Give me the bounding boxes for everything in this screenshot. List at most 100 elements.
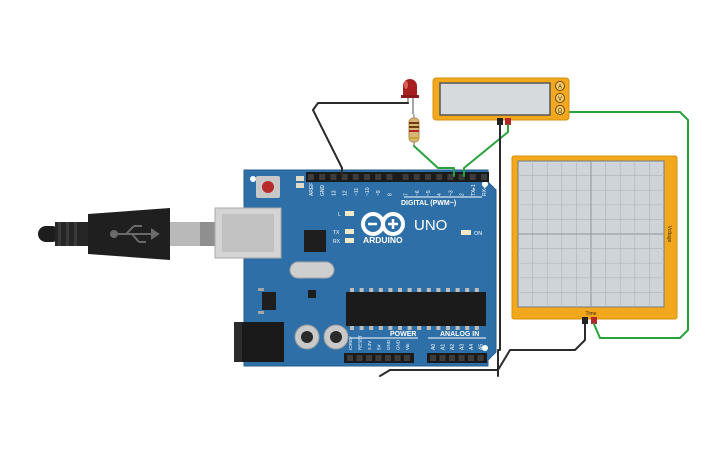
header-hole[interactable] — [436, 174, 443, 180]
smd-component — [296, 183, 304, 188]
header-hole[interactable] — [375, 355, 382, 361]
chip-pin — [350, 326, 354, 330]
analog-pin-label: A2 — [450, 344, 456, 350]
power-pin-label: Vin — [405, 343, 410, 350]
chip-pin — [359, 288, 364, 292]
led-on-label: ON — [474, 231, 482, 237]
digital-pin-label: 12 — [343, 190, 349, 196]
mode-ohm-button[interactable] — [555, 105, 565, 115]
header-hole[interactable] — [347, 355, 353, 361]
header-hole[interactable] — [385, 355, 391, 361]
digital-pin-label: ~3 — [448, 190, 454, 196]
header-hole[interactable] — [404, 355, 410, 361]
digital-header[interactable] — [306, 172, 489, 182]
multimeter-probe-com[interactable] — [497, 118, 503, 125]
chip-pin — [446, 326, 450, 330]
led-rim — [401, 95, 419, 98]
header-hole[interactable] — [481, 174, 487, 180]
digital-pin-label: ~5 — [426, 190, 432, 196]
digital-pin-label: GND — [320, 185, 326, 197]
oscilloscope[interactable]: Time Voltage — [511, 155, 678, 324]
digital-pin-label: ~10 — [365, 187, 371, 196]
analog-pin-label: A0 — [431, 344, 437, 350]
analog-pin-label: A4 — [469, 344, 475, 350]
header-hole[interactable] — [352, 174, 359, 180]
header-hole[interactable] — [477, 355, 484, 361]
chip-pin — [388, 288, 393, 292]
resistor-icon[interactable] — [408, 114, 420, 146]
chip-pin — [417, 288, 422, 292]
header-hole[interactable] — [394, 355, 401, 361]
analog-header[interactable] — [427, 353, 487, 363]
header-hole[interactable] — [330, 174, 337, 180]
digital-pin-label: 2 — [460, 193, 466, 196]
chip-pin — [369, 288, 374, 292]
header-hole[interactable] — [439, 355, 446, 361]
chip-pin — [426, 288, 431, 292]
led-rx-label: RX — [333, 239, 341, 245]
multimeter-display — [439, 82, 551, 116]
chip-pin — [426, 326, 431, 330]
header-hole[interactable] — [386, 174, 393, 180]
header-hole[interactable] — [449, 355, 455, 361]
header-hole[interactable] — [413, 174, 420, 180]
header-hole[interactable] — [468, 355, 474, 361]
chip-pin — [436, 288, 441, 292]
header-hole[interactable] — [356, 355, 363, 361]
oscilloscope-probe-pos[interactable] — [591, 317, 597, 324]
header-hole[interactable] — [366, 355, 372, 361]
chip-pin — [436, 326, 441, 330]
power-jack[interactable] — [234, 322, 284, 362]
usb-ridge — [58, 222, 61, 246]
capacitor-top — [330, 331, 342, 343]
wire-gnd-to-led[interactable] — [312, 102, 409, 177]
header-hole[interactable] — [308, 174, 314, 180]
multimeter[interactable]: A V Ω — [432, 77, 570, 125]
mode-a-button[interactable] — [555, 81, 565, 91]
header-hole[interactable] — [430, 355, 436, 361]
voltage-label: Voltage — [666, 226, 672, 243]
digital-pin-label: 8 — [387, 193, 393, 196]
mode-ohm-label: Ω — [558, 109, 563, 115]
usb-ridge — [66, 222, 69, 246]
header-hole[interactable] — [341, 174, 348, 180]
digital-pin-label: 7 — [404, 193, 410, 196]
header-hole[interactable] — [402, 174, 409, 180]
chip-pin — [474, 326, 479, 330]
wire-meter-to-pin3[interactable] — [463, 124, 509, 177]
reset-button-cap — [262, 181, 274, 193]
mode-v-button[interactable] — [555, 93, 565, 103]
header-hole[interactable] — [319, 174, 326, 180]
wire-meter-com-to-gnd[interactable] — [497, 124, 501, 377]
led-icon[interactable] — [401, 79, 419, 114]
led-on — [461, 230, 471, 235]
usb-cable-end — [38, 226, 60, 242]
header-hole[interactable] — [375, 174, 382, 180]
usb-cable[interactable] — [38, 208, 215, 260]
chip-pin — [388, 326, 393, 330]
led-rx — [345, 238, 354, 243]
chip-pins — [350, 288, 479, 292]
header-hole[interactable] — [458, 174, 465, 180]
header-hole[interactable] — [364, 174, 370, 180]
header-hole[interactable] — [425, 174, 431, 180]
led-highlight — [404, 81, 408, 89]
chip-pin — [407, 326, 412, 330]
wire-resistor-to-pin3[interactable] — [413, 145, 455, 177]
model-label: UNO — [414, 217, 447, 234]
header-hole[interactable] — [447, 174, 454, 180]
brand-label: ARDUINO — [363, 235, 403, 245]
oscilloscope-probe-neg[interactable] — [582, 317, 588, 324]
wire-meter-to-scope[interactable] — [569, 111, 689, 339]
resistor-band — [409, 122, 419, 124]
header-hole[interactable] — [469, 174, 476, 180]
wire-gnd-to-scope[interactable] — [379, 323, 586, 377]
header-hole[interactable] — [458, 355, 465, 361]
multimeter-probe-pos[interactable] — [505, 118, 511, 125]
usb-ridge — [74, 222, 77, 246]
power-pin-label: IOREF — [348, 336, 353, 350]
power-pin-label: GND — [386, 339, 391, 350]
